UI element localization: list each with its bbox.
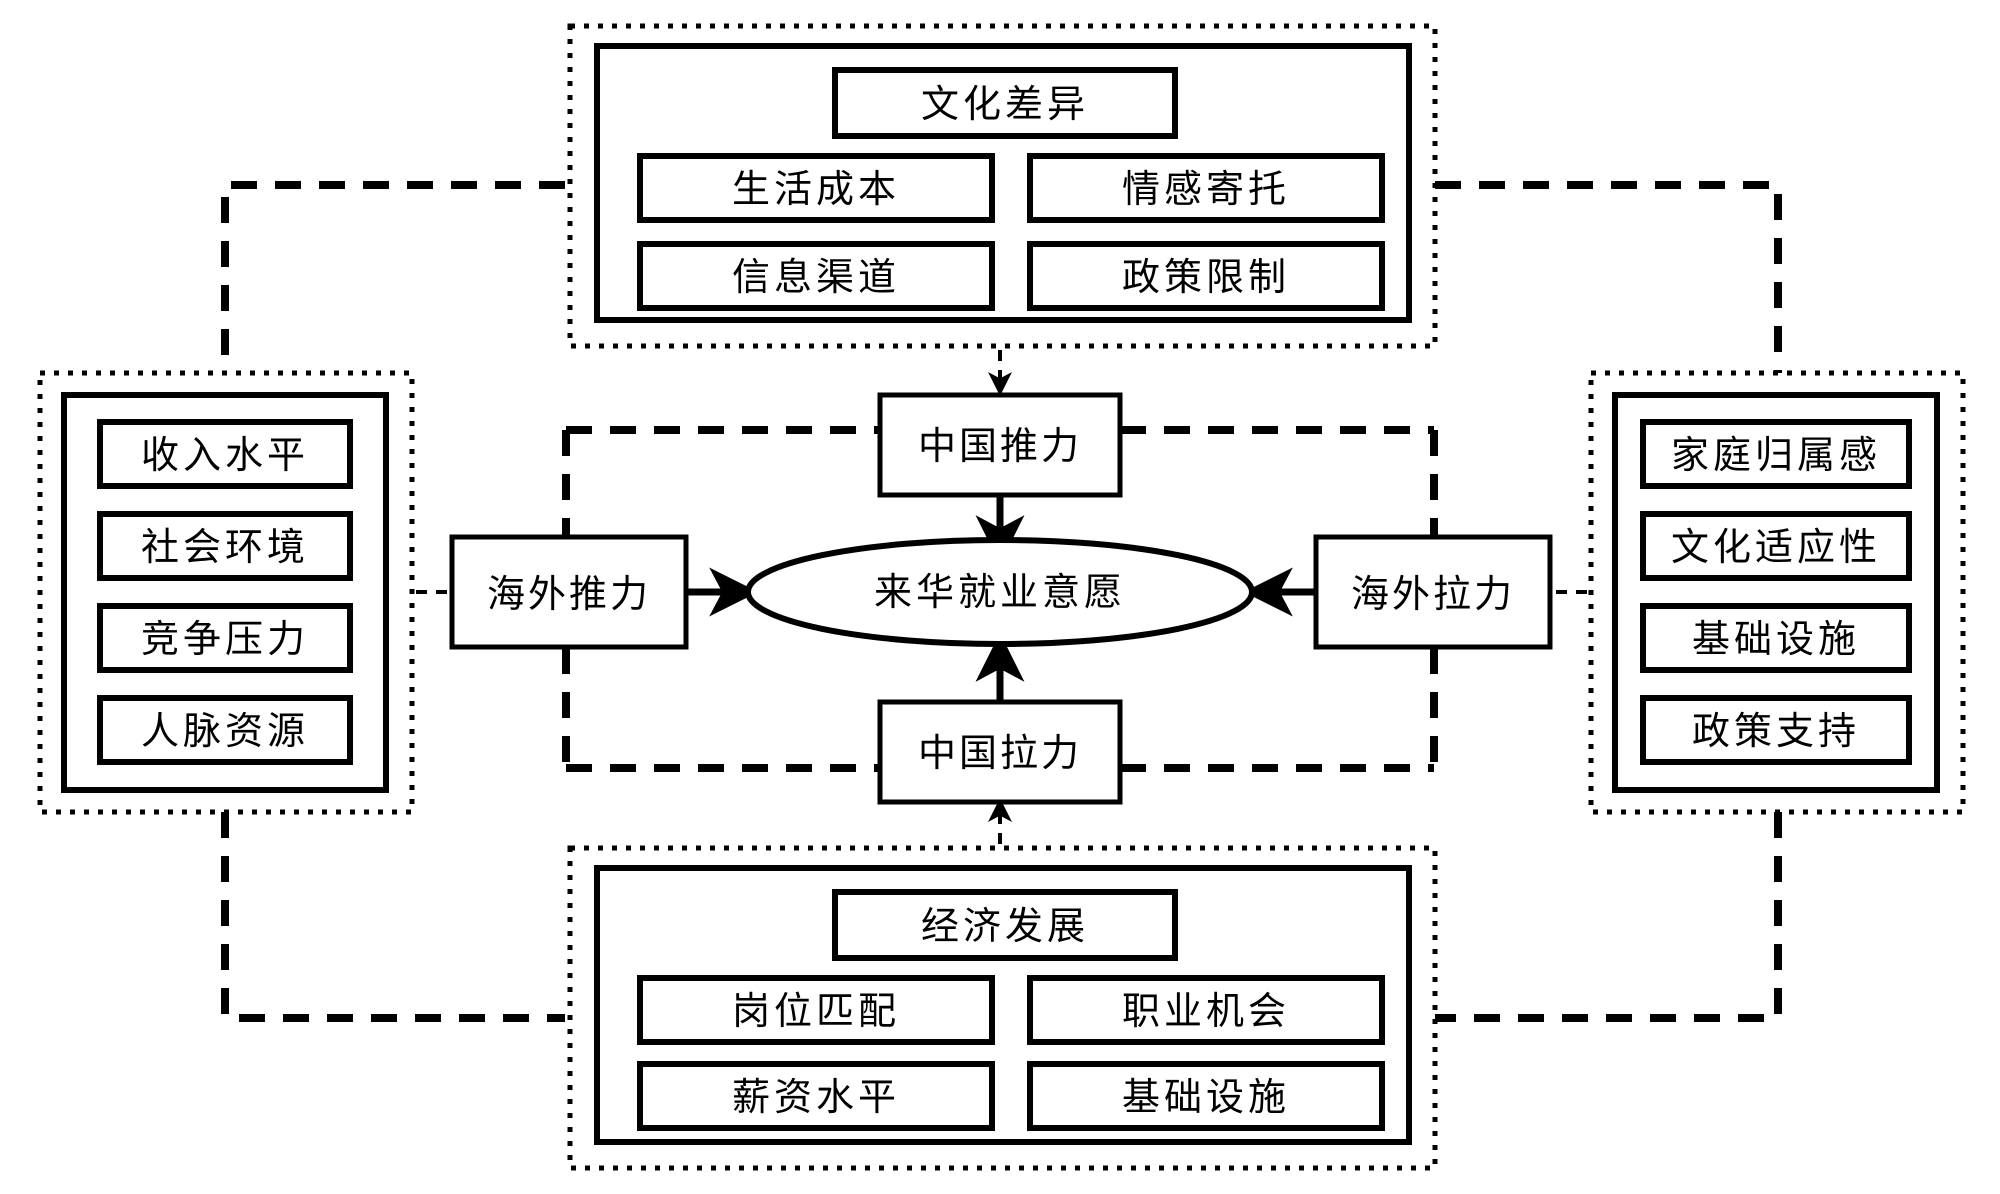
left-group-item-label-0: 收入水平 xyxy=(141,433,309,477)
overseas-push-label: 海外推力 xyxy=(487,572,651,616)
overseas-push-box[interactable] xyxy=(449,534,689,650)
bottom-group-item-box-3[interactable] xyxy=(1027,1061,1385,1131)
left-group-item-box-2[interactable] xyxy=(97,603,353,673)
china-pull-label: 中国拉力 xyxy=(918,731,1082,775)
china-pull-box[interactable] xyxy=(877,699,1123,805)
left-group-dotted-border xyxy=(37,370,415,815)
route-china-pull-arms xyxy=(562,648,1438,772)
left-group-item-label-1: 社会环境 xyxy=(141,525,309,569)
right-group-item-label-2: 基础设施 xyxy=(1692,617,1860,661)
top-group: 文化差异 生活成本 情感寄托 信息渠道 政策限制 xyxy=(567,23,1438,349)
right-group-item-label-1: 文化适应性 xyxy=(1671,525,1881,569)
right-group-item-label-3: 政策支持 xyxy=(1692,709,1860,753)
core-node-overseas-pull[interactable]: 海外拉力 xyxy=(1313,534,1553,650)
top-group-item-box-0[interactable] xyxy=(637,153,995,223)
route-left-to-bottom xyxy=(221,812,565,1022)
core-node-china-push[interactable]: 中国推力 xyxy=(877,392,1123,498)
bottom-group-item-box-1[interactable] xyxy=(1027,975,1385,1045)
top-group-dotted-border xyxy=(567,23,1438,349)
right-group-dotted-border xyxy=(1588,370,1966,815)
top-group-header-box[interactable] xyxy=(832,67,1178,139)
top-group-item-label-0: 生活成本 xyxy=(732,167,900,211)
bottom-group-dotted-border xyxy=(567,845,1438,1171)
overseas-pull-box[interactable] xyxy=(1313,534,1553,650)
bottom-group-item-box-2[interactable] xyxy=(637,1061,995,1131)
route-top-to-right xyxy=(1435,181,1782,373)
bottom-group-item-label-3: 基础设施 xyxy=(1122,1075,1290,1119)
left-group-item-label-2: 竞争压力 xyxy=(141,617,309,661)
right-group-item-box-3[interactable] xyxy=(1640,695,1912,765)
top-group-item-label-1: 情感寄托 xyxy=(1122,167,1290,211)
bottom-group-header-label: 经济发展 xyxy=(921,904,1089,948)
right-group-item-box-1[interactable] xyxy=(1640,511,1912,581)
china-push-label: 中国推力 xyxy=(918,424,1082,468)
overseas-pull-label: 海外拉力 xyxy=(1351,572,1515,616)
route-right-to-bottom xyxy=(1435,812,1782,1022)
bottom-group-header-box[interactable] xyxy=(832,889,1178,961)
route-china-push-arms xyxy=(562,426,1438,537)
center-node-ellipse[interactable] xyxy=(745,537,1255,647)
top-group-item-box-3[interactable] xyxy=(1027,241,1385,311)
china-push-box[interactable] xyxy=(877,392,1123,498)
core-node-overseas-push[interactable]: 海外推力 xyxy=(449,534,689,650)
route-top-to-left xyxy=(221,181,565,373)
top-group-item-box-2[interactable] xyxy=(637,241,995,311)
bottom-group: 经济发展 岗位匹配 职业机会 薪资水平 基础设施 xyxy=(567,845,1438,1171)
center-node[interactable]: 来华就业意愿 xyxy=(745,537,1255,647)
center-node-label: 来华就业意愿 xyxy=(874,570,1126,614)
left-group: 收入水平 社会环境 竞争压力 人脉资源 xyxy=(37,370,415,815)
right-group-item-label-0: 家庭归属感 xyxy=(1671,433,1881,477)
right-group-item-box-2[interactable] xyxy=(1640,603,1912,673)
left-group-item-label-3: 人脉资源 xyxy=(141,709,309,753)
top-group-item-label-2: 信息渠道 xyxy=(732,255,900,299)
bottom-group-item-box-0[interactable] xyxy=(637,975,995,1045)
left-group-item-box-0[interactable] xyxy=(97,419,353,489)
bottom-group-item-label-0: 岗位匹配 xyxy=(732,989,900,1033)
core-node-china-pull[interactable]: 中国拉力 xyxy=(877,699,1123,805)
left-group-item-box-1[interactable] xyxy=(97,511,353,581)
right-group: 家庭归属感 文化适应性 基础设施 政策支持 xyxy=(1588,370,1966,815)
top-group-item-label-3: 政策限制 xyxy=(1122,255,1290,299)
right-group-item-box-0[interactable] xyxy=(1640,419,1912,489)
left-group-item-box-3[interactable] xyxy=(97,695,353,765)
bottom-group-item-label-1: 职业机会 xyxy=(1122,989,1290,1033)
bottom-group-item-label-2: 薪资水平 xyxy=(732,1075,900,1119)
top-group-item-box-1[interactable] xyxy=(1027,153,1385,223)
top-group-header-label: 文化差异 xyxy=(921,82,1089,126)
